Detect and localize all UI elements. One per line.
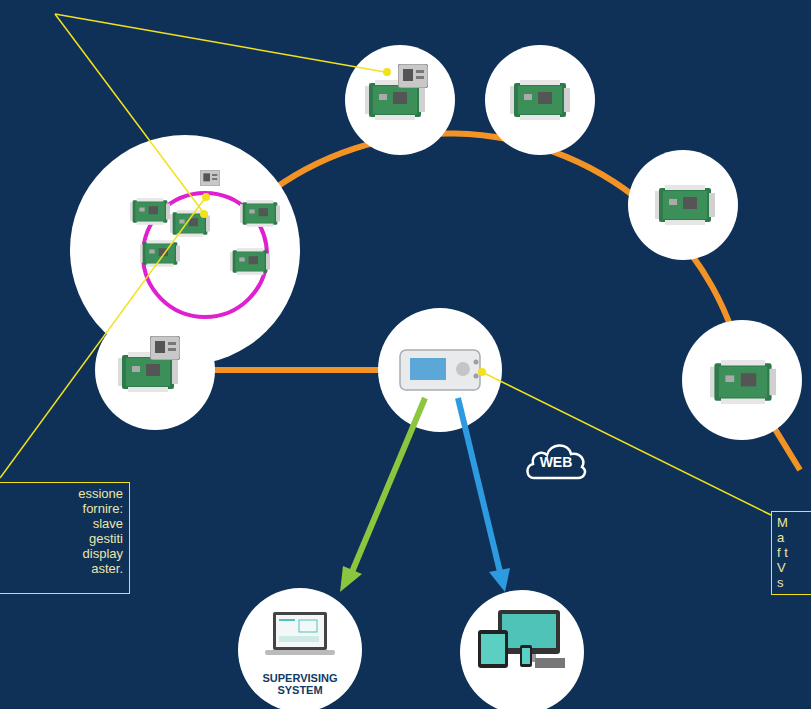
callout-text: M a f t V s [777,515,791,590]
cloud-label: WEB [524,438,588,482]
callout-text: essione fornire: slave gestiti display a… [61,486,123,576]
system-label: SUPERVISING SYSTEM [250,672,350,696]
laptop-icon [265,610,335,658]
text-holder: SUPERVISING SYSTEM [250,672,350,696]
supervising-circle: SUPERVISING SYSTEM [238,588,362,709]
text-holder: WEB [524,454,588,470]
callout-box: essione fornire: slave gestiti display a… [0,482,130,594]
text-holder: M a f t V s [777,515,791,590]
callout-box: M a f t V s [771,511,811,595]
text-holder: essione fornire: slave gestiti display a… [61,486,123,576]
cloud-text: WEB [524,454,588,470]
